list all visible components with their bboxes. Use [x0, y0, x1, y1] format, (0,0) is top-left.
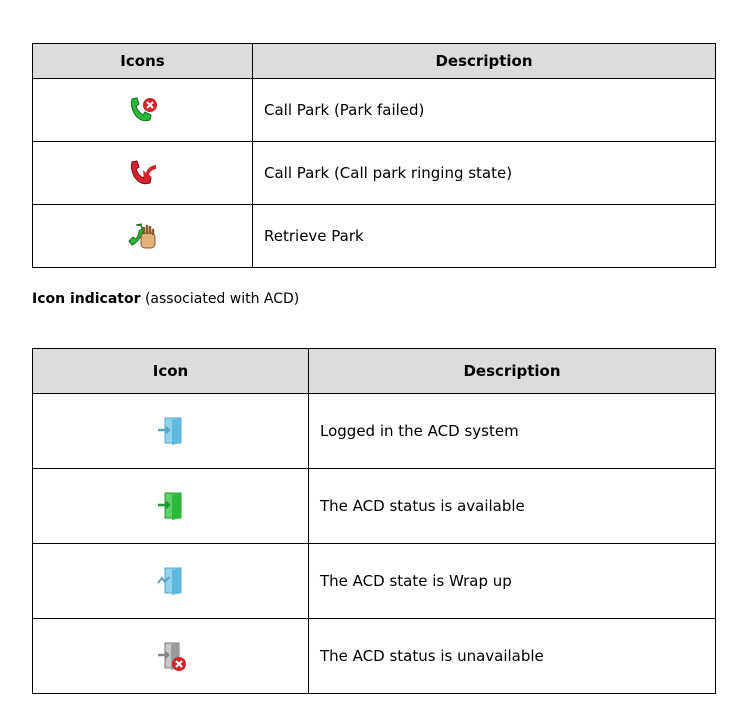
acd-wrap-up-icon	[155, 567, 187, 595]
acd-unavailable-icon	[155, 642, 187, 671]
caption-rest: (associated with ACD)	[140, 291, 300, 307]
row-description: Logged in the ACD system	[308, 393, 716, 469]
table-row: The ACD status is unavailable	[32, 618, 716, 694]
row-description: Call Park (Park failed)	[252, 78, 716, 142]
table-row: Logged in the ACD system	[32, 393, 716, 469]
table-row: Retrieve Park	[32, 204, 716, 268]
call-park-icons-table: Icons Description Call Park (Park failed…	[32, 43, 716, 268]
retrieve-park-icon	[126, 223, 160, 249]
caption-bold: Icon indicator	[32, 291, 141, 307]
row-description: The ACD state is Wrap up	[308, 543, 716, 619]
acd-available-icon	[155, 492, 187, 520]
table-row: The ACD state is Wrap up	[32, 543, 716, 619]
call-park-ringing-icon	[126, 160, 160, 185]
acd-icons-table: Icon Description Logged in the ACD syste…	[32, 348, 716, 694]
table-row: Call Park (Call park ringing state)	[32, 141, 716, 205]
header-icons: Icons	[32, 43, 253, 79]
row-description: Retrieve Park	[252, 204, 716, 268]
call-park-failed-icon	[126, 97, 160, 122]
section-caption: Icon indicator (associated with ACD)	[32, 291, 299, 307]
acd-logged-in-icon	[155, 417, 187, 445]
row-description: The ACD status is unavailable	[308, 618, 716, 694]
header-description: Description	[308, 348, 716, 394]
header-description: Description	[252, 43, 716, 79]
row-description: Call Park (Call park ringing state)	[252, 141, 716, 205]
table-row: The ACD status is available	[32, 468, 716, 544]
table-row: Call Park (Park failed)	[32, 78, 716, 142]
row-description: The ACD status is available	[308, 468, 716, 544]
header-icon: Icon	[32, 348, 309, 394]
